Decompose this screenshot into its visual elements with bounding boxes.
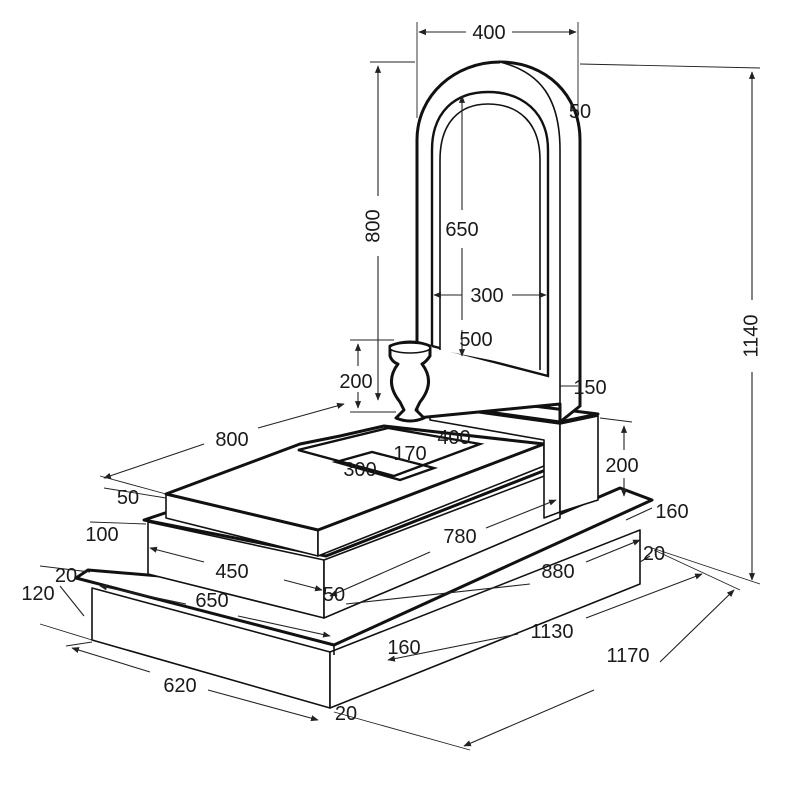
label-overall-length: 1170 [606, 645, 649, 667]
label-window-width: 300 [470, 285, 503, 307]
label-slab-length: 800 [215, 429, 248, 451]
vase [388, 340, 432, 423]
label-arch-border: 50 [569, 101, 591, 123]
label-stele-height: 800 [362, 209, 384, 242]
label-plinth-front-gap: 20 [335, 703, 357, 725]
label-base-inner-gap: 160 [387, 637, 420, 659]
dimension-labels: 400 50 800 1140 650 300 500 200 150 400 … [21, 22, 762, 725]
label-flower-box-length: 300 [343, 459, 376, 481]
label-vase-height: 200 [339, 371, 372, 393]
dimension-lines [39, 22, 761, 751]
label-base-height: 120 [21, 583, 54, 605]
label-base-width: 650 [195, 590, 228, 612]
flower-box [297, 426, 485, 482]
label-plinth-width: 620 [163, 675, 196, 697]
label-tier2-offset: 50 [323, 584, 345, 606]
label-stele-base-length: 400 [437, 427, 470, 449]
plinth [74, 486, 654, 709]
label-flower-box-width: 170 [393, 443, 426, 465]
label-window-height: 650 [445, 219, 478, 241]
label-plinth-length: 1130 [530, 621, 573, 643]
top-slab [164, 424, 546, 557]
label-window-straight: 500 [459, 329, 492, 351]
label-base-overhang-top: 20 [55, 565, 77, 587]
label-stele-width: 400 [472, 22, 505, 44]
label-stele-base-height: 200 [605, 455, 638, 477]
label-slab-height: 50 [117, 487, 139, 509]
label-tier2-length: 780 [443, 526, 476, 548]
label-stele-base-thickness: 150 [573, 377, 606, 399]
label-tier2-height: 100 [85, 524, 118, 546]
label-base-right-step: 160 [655, 501, 688, 523]
stele [415, 60, 582, 424]
label-base-length: 880 [541, 561, 574, 583]
label-base-overhang-right: 20 [643, 543, 665, 565]
label-total-height: 1140 [740, 314, 762, 357]
tomb-structure [74, 60, 654, 709]
label-tier2-width: 450 [215, 561, 248, 583]
